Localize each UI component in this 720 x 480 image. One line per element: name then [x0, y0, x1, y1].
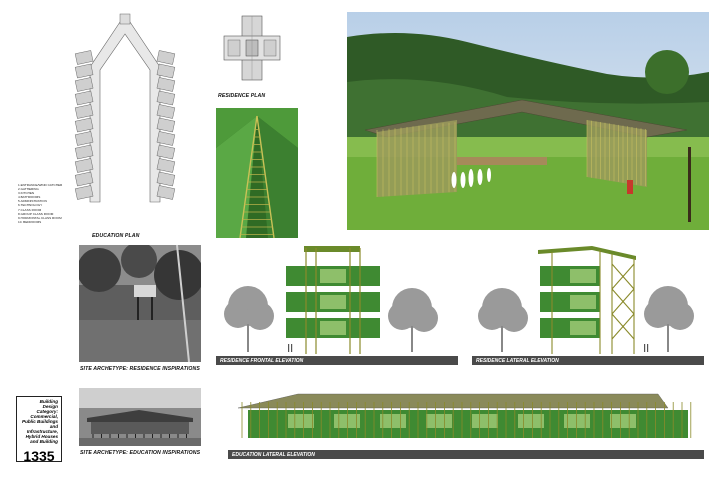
- site-residence-photo: [79, 245, 201, 362]
- category-line: Public Buildings: [22, 419, 58, 424]
- residence-interior-render: [216, 108, 298, 238]
- residence-lateral-label: RESIDENCE LATERAL ELEVATION: [472, 356, 704, 365]
- legend-item: 3.KITCHEN: [18, 191, 35, 196]
- education-plan-drawing: [74, 13, 176, 203]
- site-education-caption: SITE ARCHETYPE: EDUCATION INSPIRATIONS: [80, 450, 201, 456]
- education-plan-caption: EDUCATION PLAN: [92, 233, 140, 239]
- legend-item: 4.BATHROOMS: [18, 195, 41, 200]
- category-line: Category:: [36, 409, 58, 414]
- residence-frontal-label: RESIDENCE FRONTAL ELEVATION: [216, 356, 458, 365]
- residence-lateral-elevation: [478, 246, 694, 354]
- category-number: 1335: [23, 448, 55, 464]
- residence-frontal-elevation: [224, 246, 438, 354]
- legend-item: 10. BEDROOMS: [18, 219, 42, 224]
- category-line: Hybrid Houses: [25, 434, 58, 439]
- category-line: Commercial,: [30, 414, 58, 419]
- legend-item: 5.ADMINISTRATION: [18, 199, 47, 204]
- legend-item: 6.TECHNOLOGY: [18, 203, 43, 208]
- category-line: and Building: [30, 439, 58, 444]
- site-residence-caption: SITE ARCHETYPE: RESIDENCE INSPIRATIONS: [80, 366, 200, 372]
- legend-item: 1.ENTRANCE/WIND CATCHER: [18, 183, 63, 187]
- category-line: Design: [42, 404, 58, 409]
- education-lateral-elevation: [228, 393, 704, 442]
- legend-item: 8.GROUP CLASS ROOM: [18, 211, 54, 216]
- education-lateral-label: EDUCATION LATERAL ELEVATION: [228, 450, 704, 459]
- category-line: Building: [39, 399, 58, 404]
- site-education-photo: [79, 388, 201, 446]
- residence-plan-drawing: [223, 15, 281, 81]
- education-landscape-render: [347, 12, 709, 230]
- category-line: Infrastructure,: [26, 429, 58, 434]
- residence-plan-caption: RESIDENCE PLAN: [218, 93, 266, 99]
- legend-item: 2.GATHERING: [18, 187, 39, 192]
- category-line: and: [49, 424, 58, 429]
- legend-item: 9.HORIZONTAL CLASS ROOM: [18, 215, 62, 220]
- legend-item: 7.CLASS ROOM: [18, 207, 42, 212]
